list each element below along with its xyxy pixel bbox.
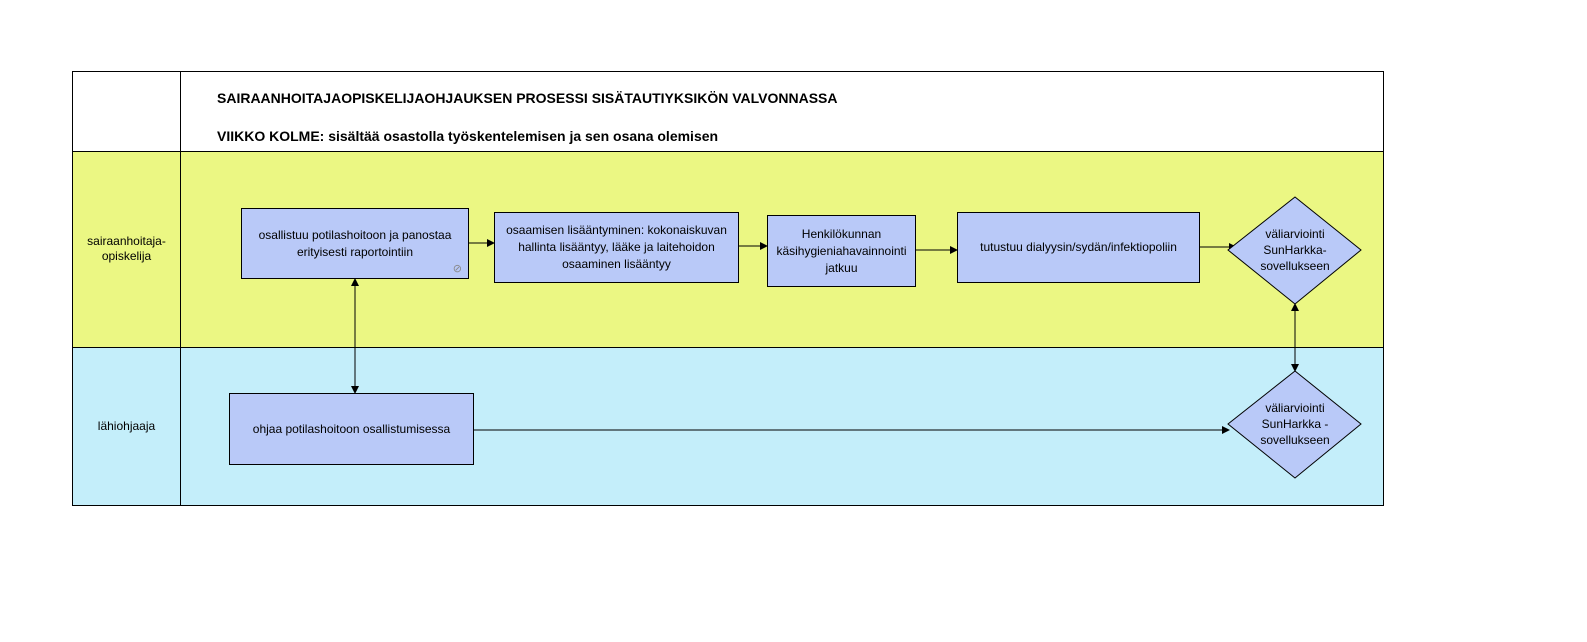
eval-student-line3: sovellukseen [1260,259,1330,273]
eval-student-diamond [1227,196,1362,305]
node-competence-label: osaamisen lisääntyminen: kokonaiskuvan h… [506,223,727,271]
node-guides[interactable]: ohjaa potilashoitoon osallistumisessa [229,393,474,465]
lane-label-mentor: lähiohjaaja [97,419,156,433]
node-dialysis-label: tutustuu dialyysin/sydän/infektiopoliin [980,240,1177,254]
header-row [72,71,1384,152]
node-hygiene-label: Henkilökunnan käsihygieniahavainnointi j… [776,226,907,275]
eval-mentor[interactable]: väliarviointi SunHarkka - sovellukseen [1240,396,1350,452]
node-competence[interactable]: osaamisen lisääntyminen: kokonaiskuvan h… [494,212,739,283]
eval-mentor-line3: sovellukseen [1260,433,1330,447]
eval-student-line2: SunHarkka- [1263,243,1327,257]
lane-label-student-line2: opiskelija [101,249,152,263]
lane-label-student-line1: sairaanhoitaja- [87,234,166,248]
node-participates-label: osallistuu potilashoitoon ja panostaa er… [258,227,452,259]
node-guides-label: ohjaa potilashoitoon osallistumisessa [252,421,451,436]
diagram-title: SAIRAANHOITAJAOPISKELIJAOHJAUKSEN PROSES… [217,90,838,106]
eval-mentor-diamond [1227,370,1362,479]
eval-student[interactable]: väliarviointi SunHarkka- sovellukseen [1240,222,1350,278]
eval-mentor-line2: SunHarkka - [1261,417,1329,431]
node-hygiene[interactable]: Henkilökunnan käsihygieniahavainnointi j… [767,215,916,287]
diagram-subtitle: VIIKKO KOLME: sisältää osastolla työsken… [217,128,719,144]
eval-student-line1: väliarviointi [1265,227,1325,241]
lane-label-student: sairaanhoitaja- opiskelija [73,234,180,264]
link-icon: ⊘ [452,263,462,275]
node-participates[interactable]: osallistuu potilashoitoon ja panostaa er… [241,208,469,279]
lane-label-divider [180,71,181,506]
node-dialysis[interactable]: tutustuu dialyysin/sydän/infektiopoliin [957,212,1200,283]
eval-mentor-line1: väliarviointi [1265,401,1325,415]
